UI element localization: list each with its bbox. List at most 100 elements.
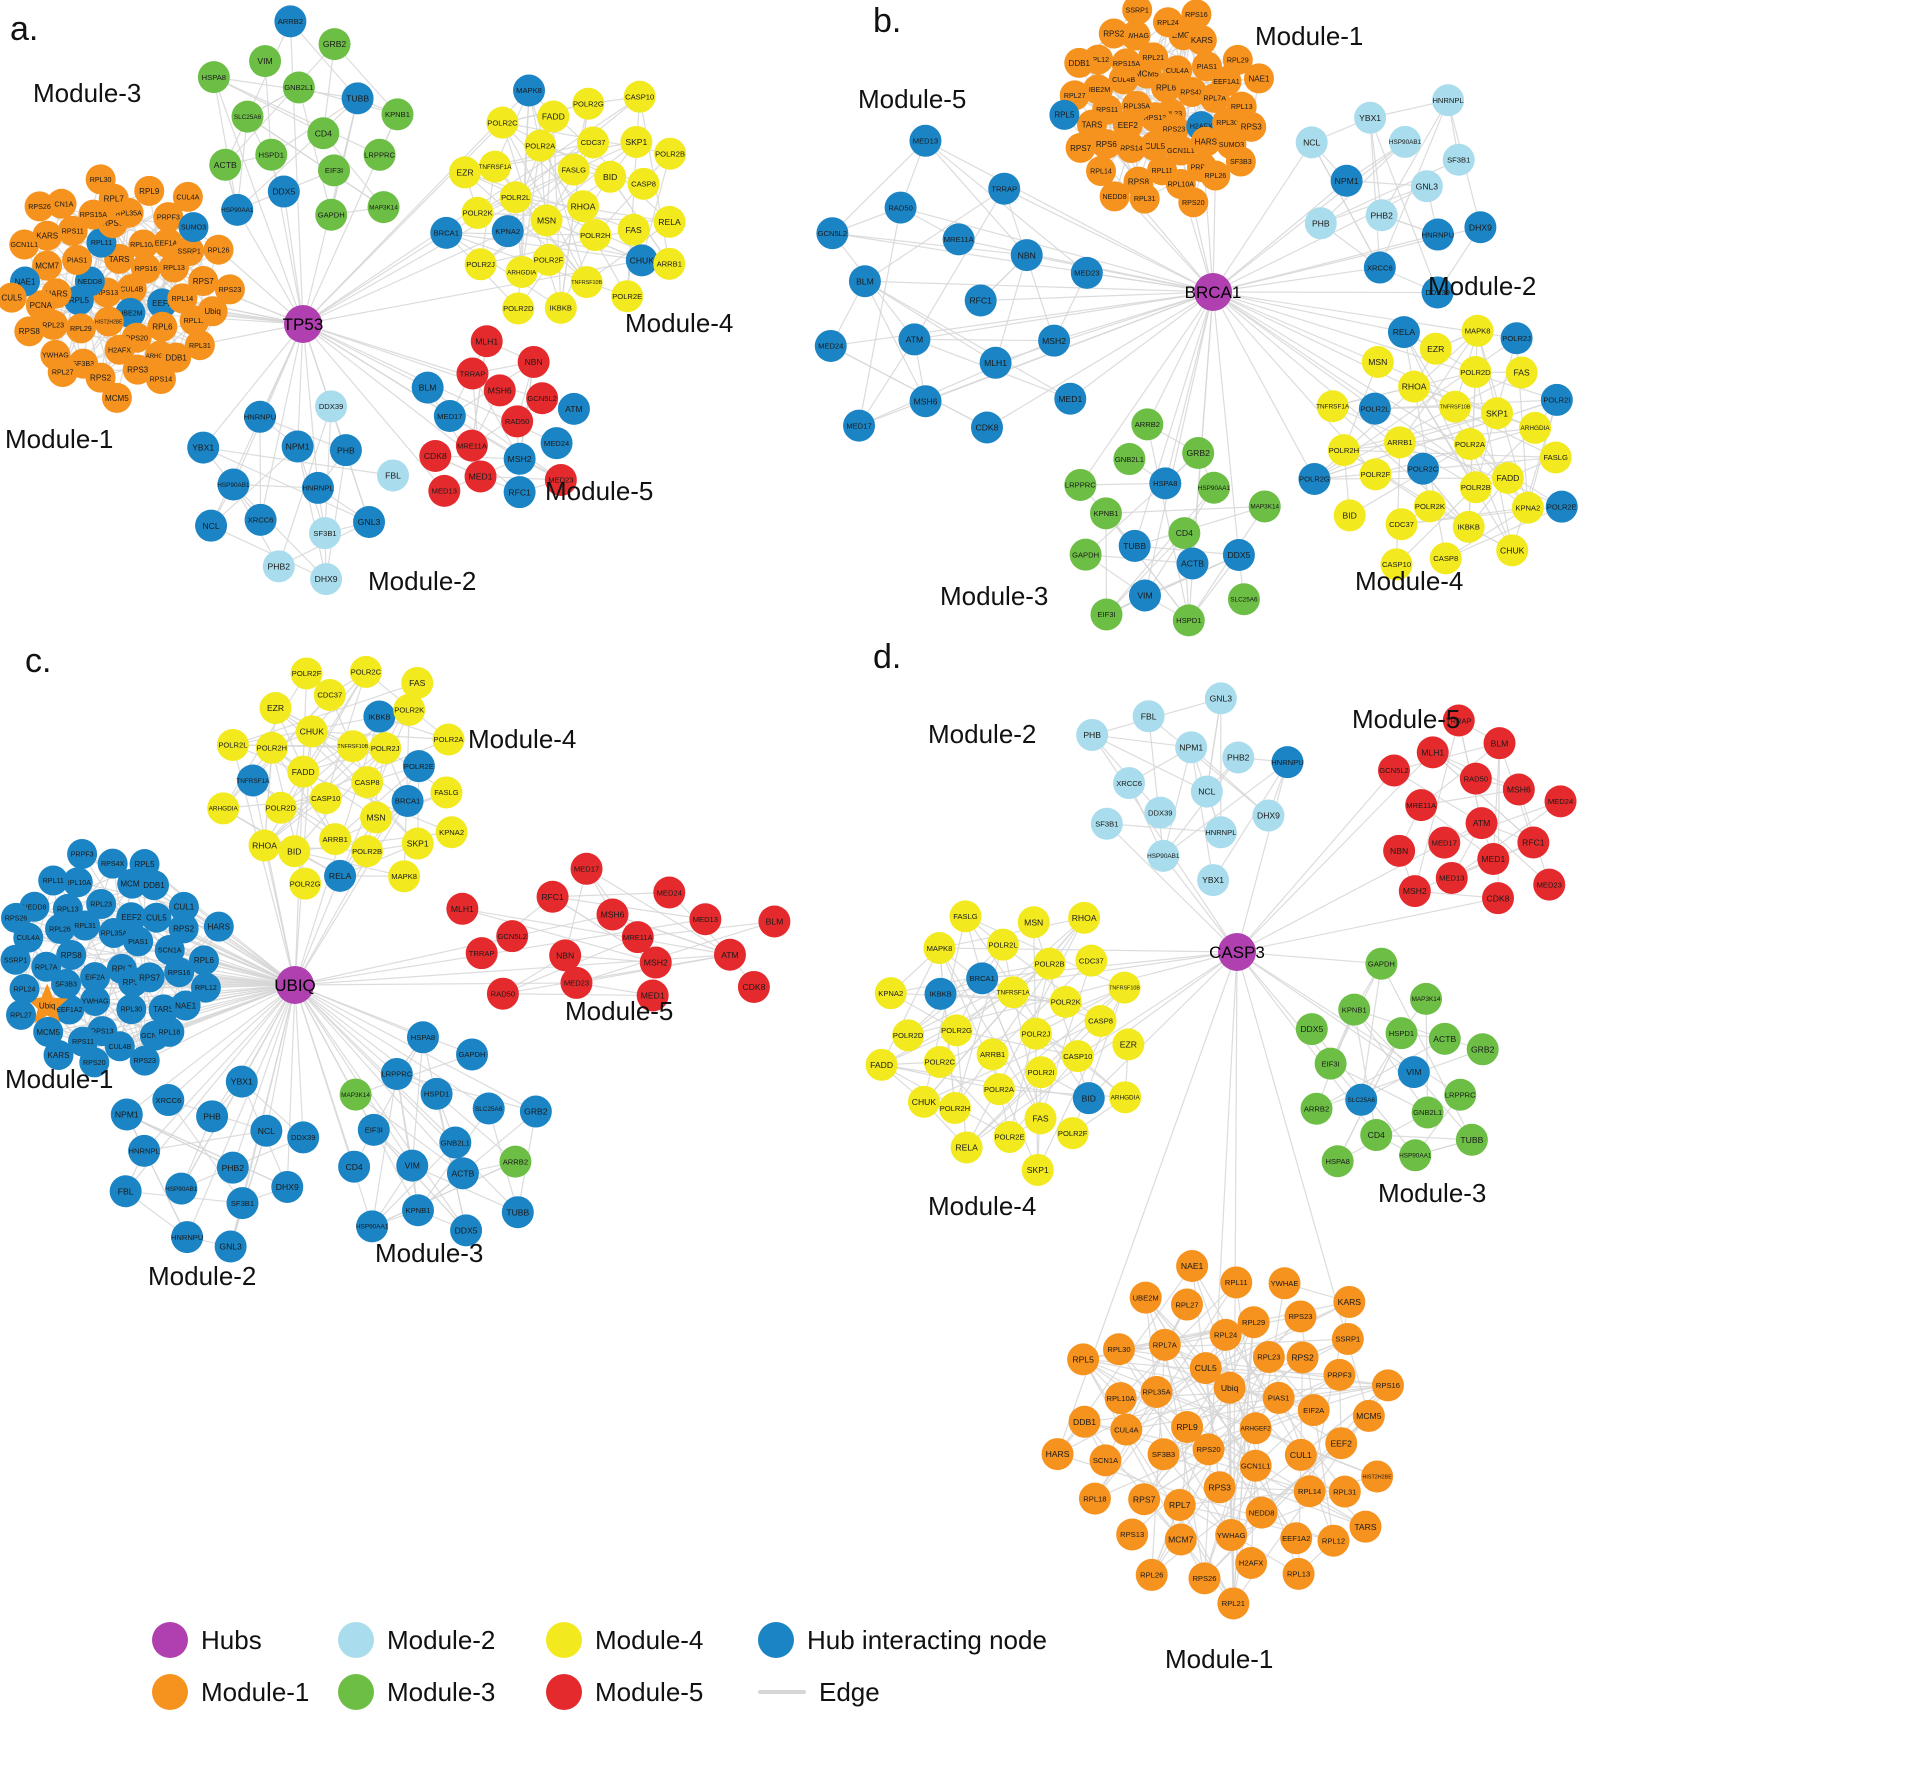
node-label: YBX1 [231,1077,253,1087]
node-rps7 [134,962,165,993]
node-label: EZR [267,703,284,713]
node-fas [617,213,650,246]
node-nbn [1383,834,1416,867]
node-actb [1176,547,1209,580]
module-label-b-module-5: Module-5 [858,84,966,114]
node-rpl29 [1237,1306,1270,1339]
node-label: DDB1 [143,881,165,890]
node-rpl5 [1067,1343,1100,1376]
node-label: TRRAP [1446,716,1472,725]
node-label: MLH1 [475,336,498,346]
node-label: HSP90AB1 [217,482,250,489]
legend-item-module1: Module-1 [152,1674,338,1710]
node-polr2e [402,750,435,783]
node-label: RPS16 [168,969,191,977]
node-kpnb1 [1089,497,1122,530]
node-label: KPNB1 [1342,1005,1367,1014]
node-label: GCN5L2 [1379,766,1409,775]
node-label: POLR2I [1543,396,1570,405]
node-label: RPL31 [74,922,96,930]
node-label: RPS20 [83,1059,106,1067]
node-label: CHUK [912,1097,937,1107]
node-label: POLR2G [573,99,604,108]
node-label: NAE1 [14,277,36,286]
node-actb [209,148,242,181]
node-label: GAPDH [1368,959,1395,968]
node-med23 [1070,256,1103,289]
node-kpna2 [435,816,468,849]
node-sf3b1 [309,517,342,550]
node-label: CD4 [346,1162,363,1172]
node-label: BID [603,172,617,182]
node-label: EEF2 [1118,121,1139,130]
node-cdk8 [737,970,770,1003]
node-med24 [814,329,847,362]
node-label: ARRB1 [1387,438,1412,447]
node-rpl23 [86,889,117,920]
node-label: MCM5 [1135,69,1159,78]
node-rps8 [56,939,87,970]
node-label: CUL4A [1114,1425,1139,1434]
node-label: MED23 [1074,269,1099,278]
node-fbl [376,459,409,492]
node-label: RPS11 [62,227,84,235]
node-lrpprc [363,138,396,171]
node-polr2j [369,732,402,765]
node-polr2k [1413,490,1446,523]
node-label: RPL27 [10,1011,32,1019]
node-label: RELA [658,217,681,227]
node-label: ARRB1 [980,1050,1005,1059]
node-pcna [25,290,56,321]
node-hsp90ab1 [217,468,250,501]
node-rpl6 [147,311,178,342]
node-label: RPL10A [65,879,92,887]
module1-swatch-icon [152,1674,188,1710]
node-nae1 [1243,63,1274,94]
node-slc25a6 [1227,583,1260,616]
panel-letter-b: b. [873,2,901,40]
node-cdk8 [1482,882,1515,915]
node-label: RPL21 [1142,54,1164,62]
node-label: SCN1A [1093,1456,1119,1465]
node-slc25a6 [1345,1083,1378,1116]
node-label: ARRB2 [278,17,303,26]
node-sf3b3 [1225,146,1256,177]
node-hsp90aa1 [1197,471,1230,504]
node-label: POLR2F [292,669,322,678]
node-rhoa [1398,370,1431,403]
node-rps16 [1371,1369,1404,1402]
node-label: KARS [48,1051,70,1060]
node-polr2c [486,106,519,139]
node-label: HNRNPU [171,1233,204,1242]
node-label: CHUK [1500,545,1525,555]
node-label: TARS [1354,1522,1377,1532]
node-label: POLR2H [940,1104,970,1113]
node-label: RPL14 [171,295,193,303]
node-gcn5l2 [496,920,529,953]
node-vim [396,1149,429,1182]
node-label: ARHGEF2 [1241,1426,1272,1433]
module-label-c-module-4: Module-4 [468,724,576,754]
node-rpl21 [1138,42,1169,73]
node-rps26 [1188,1562,1221,1595]
node-rpl27 [1170,1288,1203,1321]
node-cul1 [1284,1438,1317,1471]
node-label: RPL11 [91,239,112,247]
node-label: MSH2 [508,454,532,464]
legend-item-module5: Module-5 [546,1674,758,1710]
node-label: RPL30 [90,176,112,184]
node-grb2 [1182,437,1215,470]
node-label: TRRAP [991,184,1017,193]
node-label: UBE2M [118,309,143,317]
node-label: MAP3K14 [1250,504,1279,511]
node-rpl26 [203,234,234,265]
node-label: RPL7 [112,965,133,974]
node-label: RPL7A [1153,1341,1178,1350]
node-label: HSPA8 [202,73,226,82]
node-label: GRB2 [524,1107,548,1117]
node-label: Ubiq [39,1002,56,1011]
node-rpl9 [134,175,165,206]
node-ywhag [80,985,111,1016]
node-slc25a6 [472,1092,505,1125]
node-label: GRB2 [1471,1044,1495,1054]
